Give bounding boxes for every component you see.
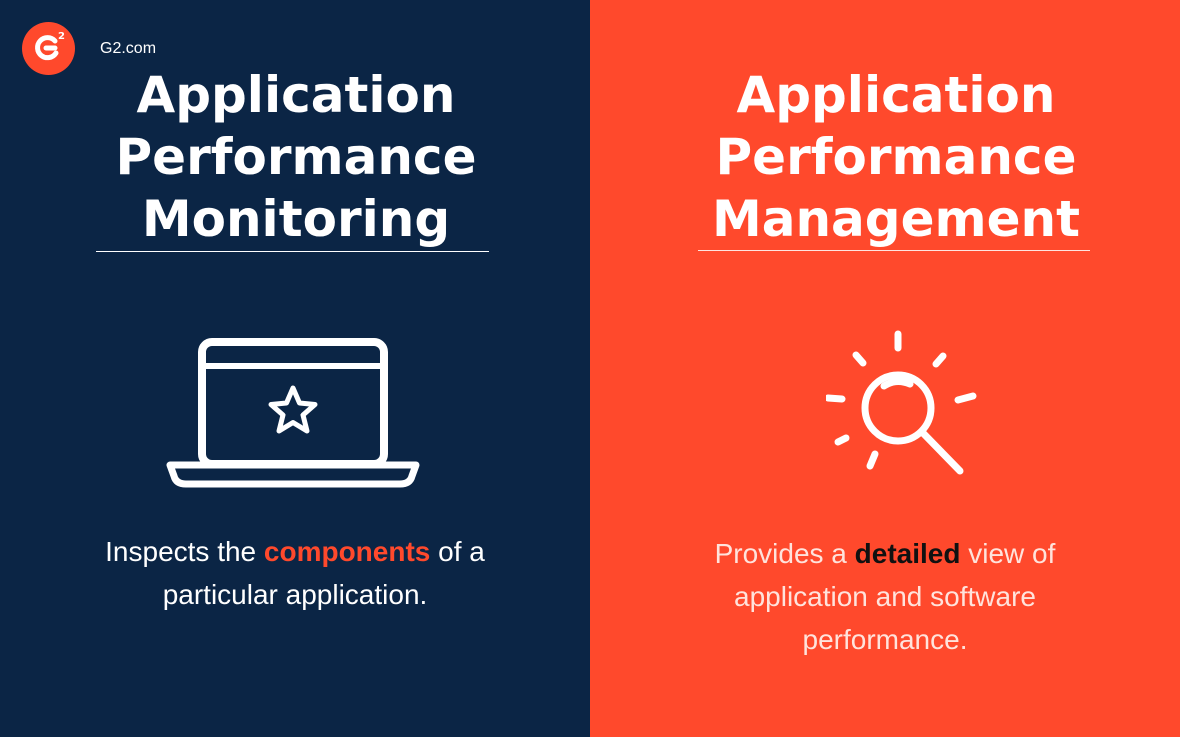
description-right: Provides a detailed view of application … [635, 532, 1135, 661]
page-title-right: Application Performance Management [686, 64, 1106, 250]
desc-text: Inspects the [105, 536, 264, 567]
title-line: Management [711, 190, 1081, 248]
desc-text: particular application. [162, 579, 428, 610]
title-line: Application [736, 66, 1056, 124]
title-line: Performance [715, 128, 1077, 186]
title-divider [698, 250, 1090, 251]
desc-text: view of [960, 538, 1056, 569]
site-url: G2.com [100, 40, 157, 57]
desc-text: Provides a [714, 538, 855, 569]
desc-highlight: detailed [854, 538, 961, 569]
title-divider [96, 251, 489, 252]
title-line: Application [136, 66, 456, 124]
right-panel: Application Performance Management Provi… [590, 0, 1180, 737]
svg-text:2: 2 [58, 31, 65, 42]
description-left: Inspects the components of a particular … [45, 530, 545, 616]
desc-text: performance. [802, 624, 968, 655]
laptop-star-icon [166, 338, 420, 495]
left-panel: 2 G2.com Application Performance Monitor… [0, 0, 590, 737]
page-title-left: Application Performance Monitoring [86, 64, 506, 250]
desc-text: of a [430, 536, 485, 567]
title-line: Performance [115, 128, 477, 186]
desc-highlight: components [263, 536, 431, 567]
magnifier-sun-icon [824, 328, 990, 497]
g2-logo-icon: 2 [22, 22, 75, 75]
title-line: Monitoring [141, 190, 451, 248]
desc-text: application and software [734, 581, 1036, 612]
